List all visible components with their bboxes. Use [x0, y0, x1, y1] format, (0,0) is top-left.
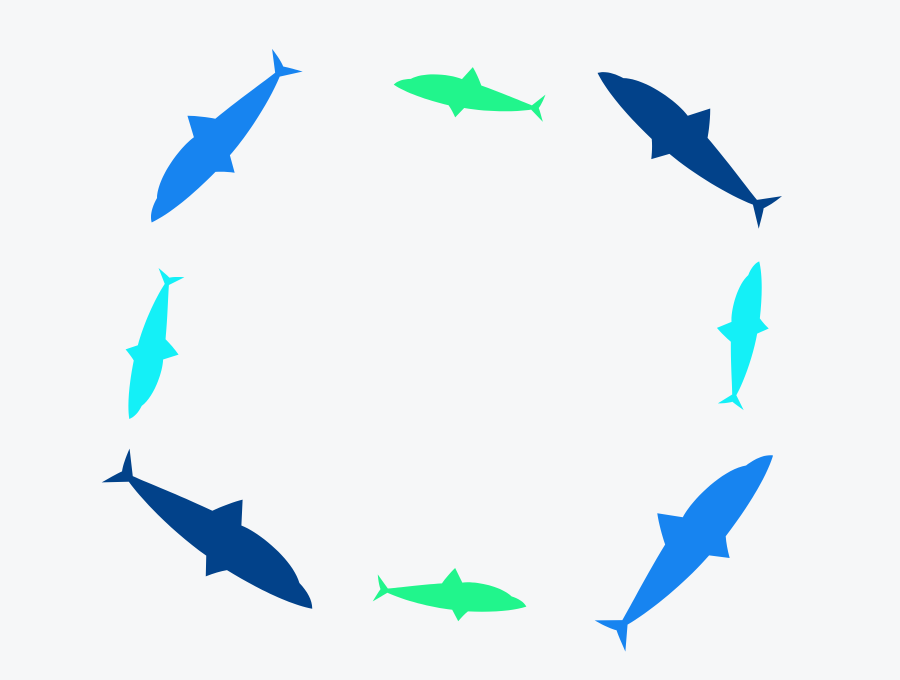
dolphin-top: [389, 54, 551, 133]
dolphin-right: [703, 256, 780, 412]
dolphin-left: [108, 265, 199, 428]
dolphin-bottom-left: [91, 427, 341, 638]
dolphin-bottom: [371, 559, 530, 629]
dolphin-top-right: [577, 38, 798, 241]
dolphin-top-left: [119, 33, 315, 243]
dolphin-bottom-right: [575, 423, 800, 663]
